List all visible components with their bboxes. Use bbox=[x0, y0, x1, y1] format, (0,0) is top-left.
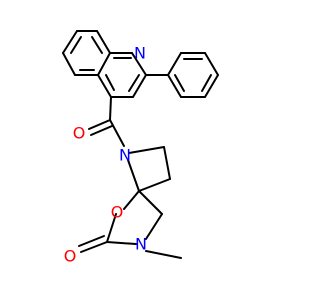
bond bbox=[167, 74, 182, 98]
bond bbox=[109, 96, 112, 121]
bond bbox=[88, 119, 111, 130]
bond bbox=[131, 52, 147, 76]
bond bbox=[204, 74, 219, 98]
bond bbox=[138, 190, 163, 215]
bond bbox=[174, 74, 185, 92]
bond bbox=[128, 146, 165, 154]
amide-nitrogen-label: N bbox=[119, 146, 131, 165]
bond bbox=[62, 30, 78, 54]
bonds bbox=[62, 30, 219, 259]
carbonyl-oxygen-label: O bbox=[73, 124, 86, 143]
bond bbox=[163, 146, 171, 180]
ring-oxygen-label: O bbox=[111, 203, 124, 222]
bond bbox=[90, 125, 113, 136]
oxazolidinone-nitrogen-label: N bbox=[135, 235, 147, 254]
atom-labels: N O N O N O bbox=[64, 44, 147, 266]
bond bbox=[128, 74, 140, 92]
bond bbox=[80, 241, 108, 253]
bond bbox=[106, 213, 117, 243]
bond bbox=[204, 52, 219, 76]
bond bbox=[97, 52, 111, 76]
bond bbox=[145, 250, 182, 259]
bond bbox=[78, 235, 105, 247]
bond bbox=[123, 190, 140, 210]
bond bbox=[106, 241, 137, 245]
bond bbox=[109, 119, 125, 147]
bond bbox=[201, 74, 212, 92]
bond bbox=[96, 30, 111, 54]
bond bbox=[145, 213, 163, 240]
bond bbox=[132, 74, 147, 98]
quinoline-nitrogen-label: N bbox=[134, 44, 146, 63]
bond bbox=[97, 74, 112, 98]
bond bbox=[138, 178, 171, 192]
lactone-oxygen-label: O bbox=[64, 247, 77, 266]
bond bbox=[127, 159, 140, 192]
bond bbox=[105, 74, 115, 91]
bond bbox=[62, 52, 76, 76]
molecule-structure: N O N O N O bbox=[62, 30, 219, 266]
bond bbox=[167, 52, 182, 76]
bond bbox=[70, 36, 82, 54]
bond bbox=[91, 36, 103, 54]
